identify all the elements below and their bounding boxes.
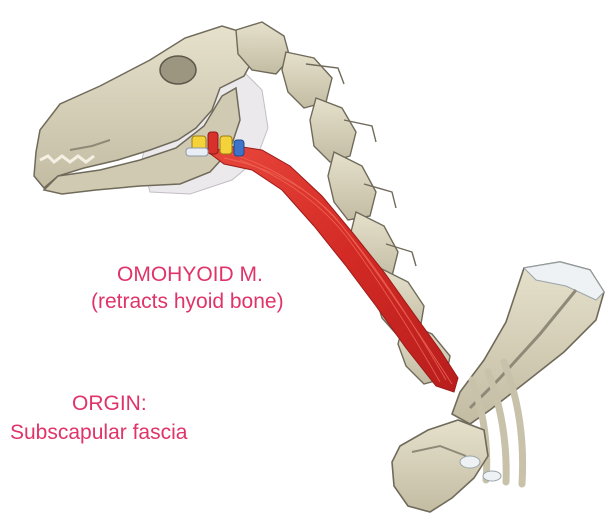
muscle-action-label: (retracts hyoid bone) bbox=[91, 290, 284, 314]
origin-value-label: Subscapular fascia bbox=[10, 421, 187, 445]
eye-orbit bbox=[160, 56, 196, 84]
origin-heading-label: ORGIN: bbox=[72, 392, 147, 416]
muscle-name-label: OMOHYOID M. bbox=[117, 263, 263, 287]
